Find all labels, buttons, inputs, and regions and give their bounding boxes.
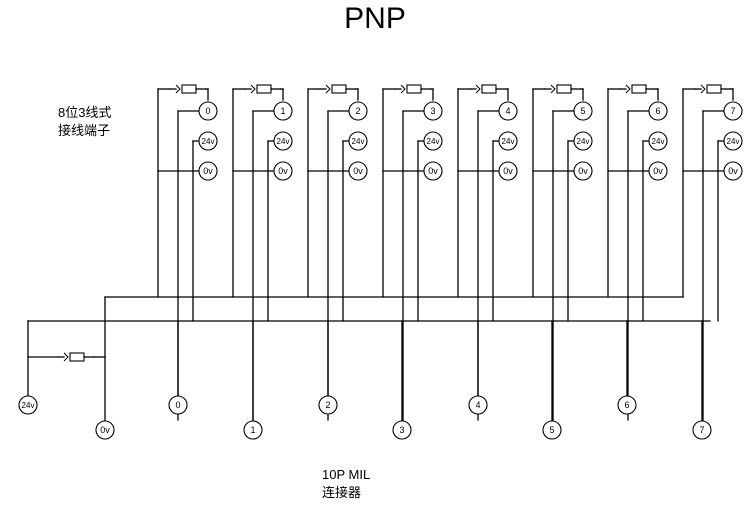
terminal-7-signal-label: 7: [730, 106, 735, 116]
supply-resistor-arrow: [63, 352, 69, 362]
channel-5-resistor-body: [556, 84, 572, 94]
terminal-block-label-line2: 接线端子: [58, 123, 111, 138]
terminal-7-24v-circle: [723, 131, 743, 151]
connector-pin-signal-5-label: 5: [549, 425, 554, 435]
connector-pin-signal-6-label: 6: [624, 400, 629, 410]
terminal-1-signal-circle: [273, 101, 293, 121]
terminal-5-24v-circle: [573, 131, 593, 151]
terminal-3-0v-circle: [423, 161, 443, 181]
connector-pin-signal-7-circle: [692, 420, 712, 440]
terminal-6-24v-circle: [648, 131, 668, 151]
connector-pin-signal-2-circle: [318, 395, 338, 415]
connector-label: 10P MIL 连接器: [322, 466, 370, 502]
terminal-4-signal-circle: [498, 101, 518, 121]
terminal-1-0v-circle: [273, 161, 293, 181]
connector-pin-signal-1-circle: [243, 420, 263, 440]
terminal-1-24v-label: 24v: [277, 137, 290, 146]
connector-pin-signal-2-label: 2: [325, 400, 330, 410]
terminal-0-0v-circle: [198, 161, 218, 181]
terminal-1-signal-label: 1: [280, 106, 285, 116]
terminal-5-0v-circle: [573, 161, 593, 181]
supply-resistor-body: [69, 352, 85, 362]
connector-pin-signal-3-circle: [392, 420, 412, 440]
connector-pin-signal-4-circle: [468, 395, 488, 415]
terminal-3-signal-circle: [423, 101, 443, 121]
connector-pin-signal-7-label: 7: [699, 425, 704, 435]
terminal-5-signal-label: 5: [580, 106, 585, 116]
channel-1-resistor-body: [256, 84, 272, 94]
terminal-0-signal-circle: [198, 101, 218, 121]
channel-7-resistor-arrow: [700, 84, 706, 94]
connector-pin-signal-6-circle: [617, 395, 637, 415]
terminal-0-24v-label: 24v: [202, 137, 215, 146]
terminal-4-0v-label: 0v: [503, 166, 513, 176]
channel-2-resistor-body: [331, 84, 347, 94]
connector-pin-signal-0-label: 0: [175, 400, 180, 410]
terminal-2-0v-circle: [348, 161, 368, 181]
connector-pin-0v-circle: [95, 420, 115, 440]
terminal-6-24v-label: 24v: [652, 137, 665, 146]
diagram-title: PNP: [344, 2, 406, 35]
terminal-7-24v-label: 24v: [727, 137, 740, 146]
terminal-0-signal-label: 0: [205, 106, 210, 116]
terminal-5-0v-label: 0v: [578, 166, 588, 176]
channel-7-resistor-body: [706, 84, 722, 94]
terminal-4-signal-label: 4: [505, 106, 510, 116]
terminal-1-0v-label: 0v: [278, 166, 288, 176]
terminal-2-24v-circle: [348, 131, 368, 151]
channel-5-resistor-arrow: [550, 84, 556, 94]
channel-3-resistor-arrow: [400, 84, 406, 94]
connector-label-line2: 连接器: [322, 485, 362, 500]
terminal-5-24v-label: 24v: [577, 137, 590, 146]
connector-pin-24v-circle: [18, 395, 38, 415]
connector-label-line1: 10P MIL: [322, 467, 371, 482]
terminal-6-0v-circle: [648, 161, 668, 181]
connector-pin-signal-0-circle: [168, 395, 188, 415]
terminal-7-0v-label: 0v: [728, 166, 738, 176]
connector-pin-signal-4-label: 4: [475, 400, 480, 410]
terminal-0-0v-label: 0v: [203, 166, 213, 176]
connector-pin-signal-1-label: 1: [250, 425, 255, 435]
channel-6-resistor-body: [631, 84, 647, 94]
channel-0-resistor-arrow: [175, 84, 181, 94]
channel-1-resistor-arrow: [250, 84, 256, 94]
terminal-block-label-line1: 8位3线式: [58, 105, 112, 120]
terminal-2-signal-circle: [348, 101, 368, 121]
terminal-1-24v-circle: [273, 131, 293, 151]
channel-3-resistor-body: [406, 84, 422, 94]
connector-pin-signal-3-label: 3: [399, 425, 404, 435]
channel-0-resistor-body: [181, 84, 197, 94]
terminal-6-signal-label: 6: [655, 106, 660, 116]
terminal-7-signal-circle: [723, 101, 743, 121]
terminal-7-0v-circle: [723, 161, 743, 181]
connector-pin-signal-5-circle: [542, 420, 562, 440]
channel-2-resistor-arrow: [325, 84, 331, 94]
terminal-3-24v-label: 24v: [427, 137, 440, 146]
terminal-0-24v-circle: [198, 131, 218, 151]
terminal-2-24v-label: 24v: [352, 137, 365, 146]
terminal-3-signal-label: 3: [430, 106, 435, 116]
channel-6-resistor-arrow: [625, 84, 631, 94]
terminal-2-0v-label: 0v: [353, 166, 363, 176]
connector-pin-0v-label: 0v: [100, 425, 110, 435]
terminal-2-signal-label: 2: [355, 106, 360, 116]
channel-4-resistor-body: [481, 84, 497, 94]
terminal-6-0v-label: 0v: [653, 166, 663, 176]
channel-4-resistor-arrow: [475, 84, 481, 94]
terminal-4-24v-circle: [498, 131, 518, 151]
terminal-4-24v-label: 24v: [502, 137, 515, 146]
terminal-6-signal-circle: [648, 101, 668, 121]
connector-pin-24v-label: 24v: [22, 401, 35, 410]
terminal-3-0v-label: 0v: [428, 166, 438, 176]
terminal-5-signal-circle: [573, 101, 593, 121]
terminal-4-0v-circle: [498, 161, 518, 181]
terminal-block-label: 8位3线式 接线端子: [58, 104, 111, 140]
terminal-3-24v-circle: [423, 131, 443, 151]
